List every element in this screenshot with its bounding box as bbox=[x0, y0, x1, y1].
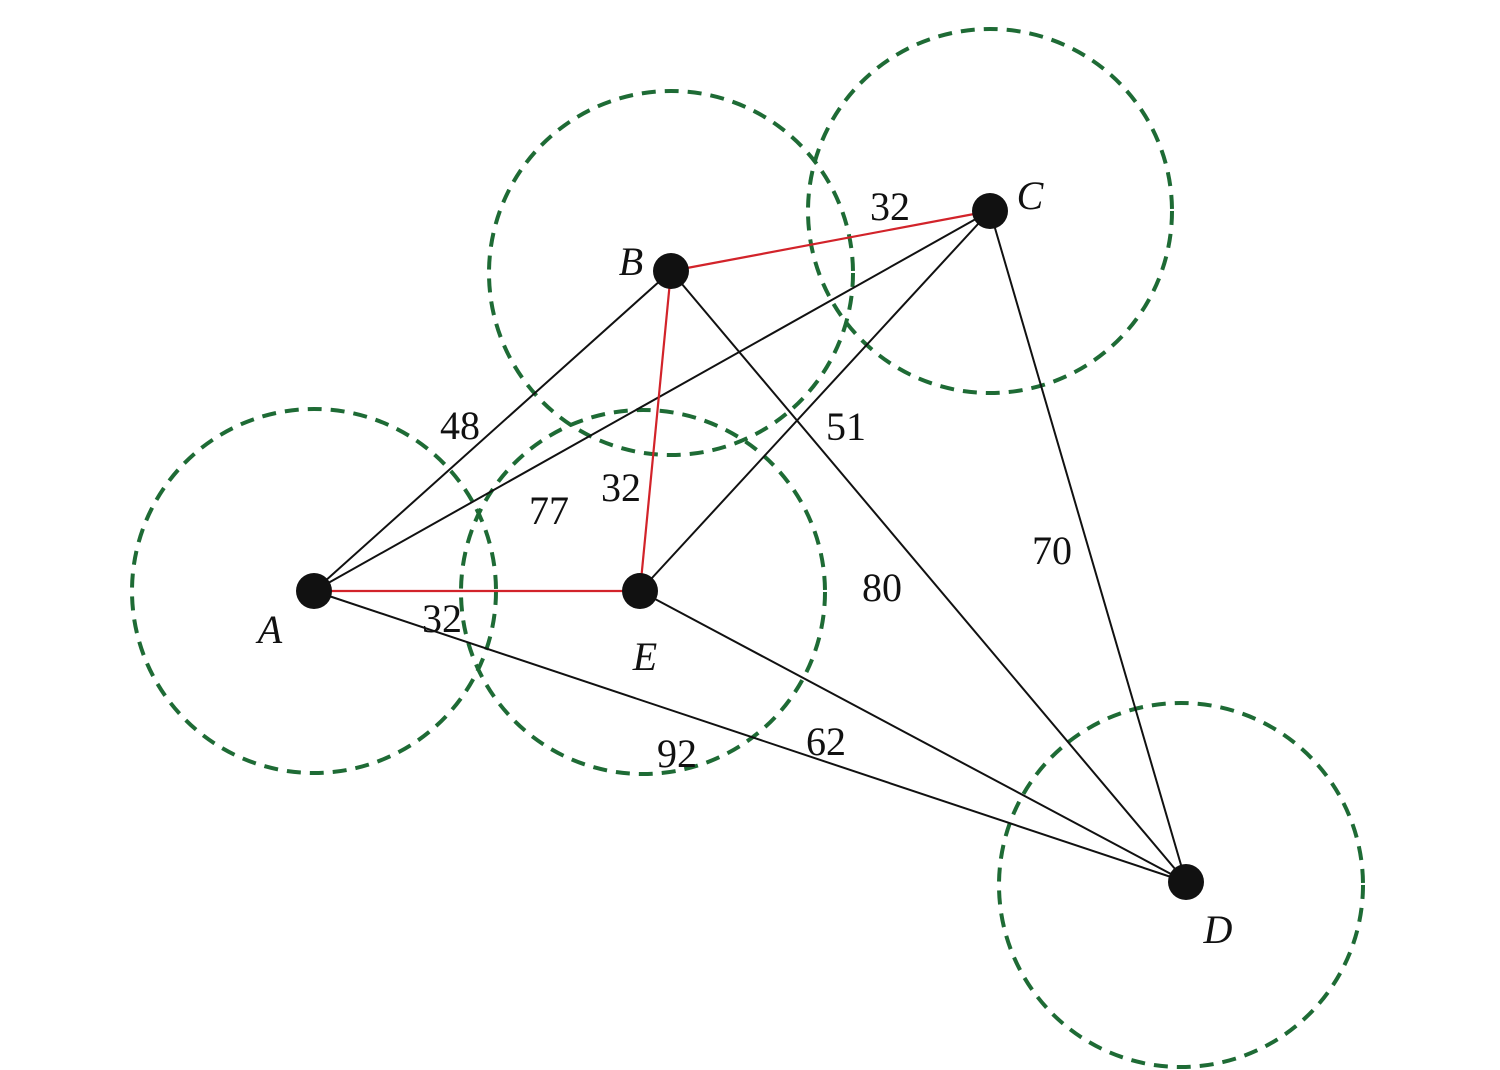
weight-label-a-e: 32 bbox=[422, 596, 462, 641]
node-label-e: E bbox=[632, 634, 657, 679]
weight-label-a-c: 77 bbox=[529, 488, 569, 533]
node-label-a: A bbox=[255, 607, 283, 652]
node-label-c: C bbox=[1017, 173, 1045, 218]
weight-label-c-e: 51 bbox=[826, 404, 866, 449]
edge-b-c bbox=[670, 209, 991, 273]
node-label-d: D bbox=[1203, 907, 1233, 952]
edge-b-e bbox=[638, 270, 673, 592]
edges bbox=[313, 209, 1187, 883]
nodes bbox=[296, 193, 1204, 900]
weight-label-b-d: 80 bbox=[862, 565, 902, 610]
edge-e-d bbox=[639, 590, 1187, 883]
range-circle-b bbox=[487, 89, 855, 457]
weight-label-a-d: 92 bbox=[657, 731, 697, 776]
range-circle-c bbox=[806, 27, 1174, 395]
edge-c-e bbox=[639, 210, 991, 592]
weight-label-c-d: 70 bbox=[1032, 528, 1072, 573]
node-e bbox=[622, 573, 658, 609]
node-labels: A B C D E bbox=[255, 173, 1233, 952]
range-circle-e bbox=[459, 408, 827, 776]
node-b bbox=[653, 253, 689, 289]
edge-c-d bbox=[989, 210, 1187, 883]
edge-a-c bbox=[313, 210, 991, 592]
weight-label-a-b: 48 bbox=[440, 403, 480, 448]
range-circle-d bbox=[997, 701, 1365, 1069]
node-label-b: B bbox=[619, 239, 643, 284]
node-d bbox=[1168, 864, 1204, 900]
edge-weight-labels: 48 77 32 92 32 32 80 51 70 62 bbox=[422, 184, 1072, 776]
node-c bbox=[972, 193, 1008, 229]
edge-a-b bbox=[313, 270, 672, 592]
node-a bbox=[296, 573, 332, 609]
weight-label-e-d: 62 bbox=[806, 719, 846, 764]
edge-b-d bbox=[670, 270, 1187, 883]
edge-a-d bbox=[313, 590, 1187, 883]
weight-label-b-e: 32 bbox=[601, 465, 641, 510]
range-circles bbox=[130, 27, 1365, 1069]
weight-label-b-c: 32 bbox=[870, 184, 910, 229]
